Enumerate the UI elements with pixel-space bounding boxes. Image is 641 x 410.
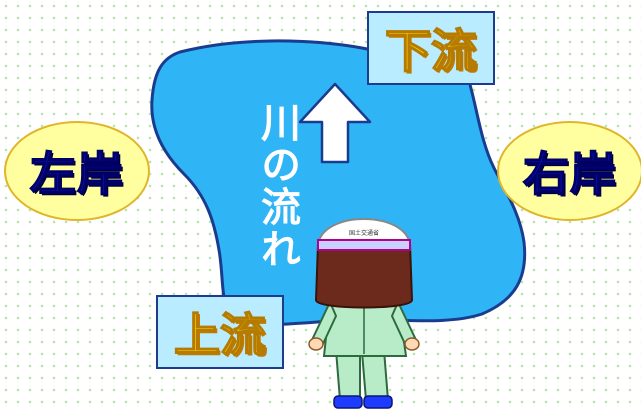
right-bank-text: 右岸 bbox=[522, 146, 617, 202]
helmet-text: 国土交通省 bbox=[349, 229, 379, 237]
upstream-text: 上流 bbox=[173, 307, 267, 363]
downstream-label: 下流 bbox=[367, 11, 495, 85]
river-flow-title: 川の流れ bbox=[254, 102, 300, 270]
up-arrow-icon bbox=[298, 82, 372, 164]
left-bank-label: 左岸 bbox=[4, 121, 150, 221]
downstream-text: 下流 bbox=[384, 23, 478, 79]
right-bank-label: 右岸 bbox=[497, 121, 641, 221]
upstream-label: 上流 bbox=[156, 295, 284, 369]
worker-with-helmet-icon: 国土交通省 bbox=[308, 218, 420, 409]
left-bank-text: 左岸 bbox=[29, 146, 124, 202]
